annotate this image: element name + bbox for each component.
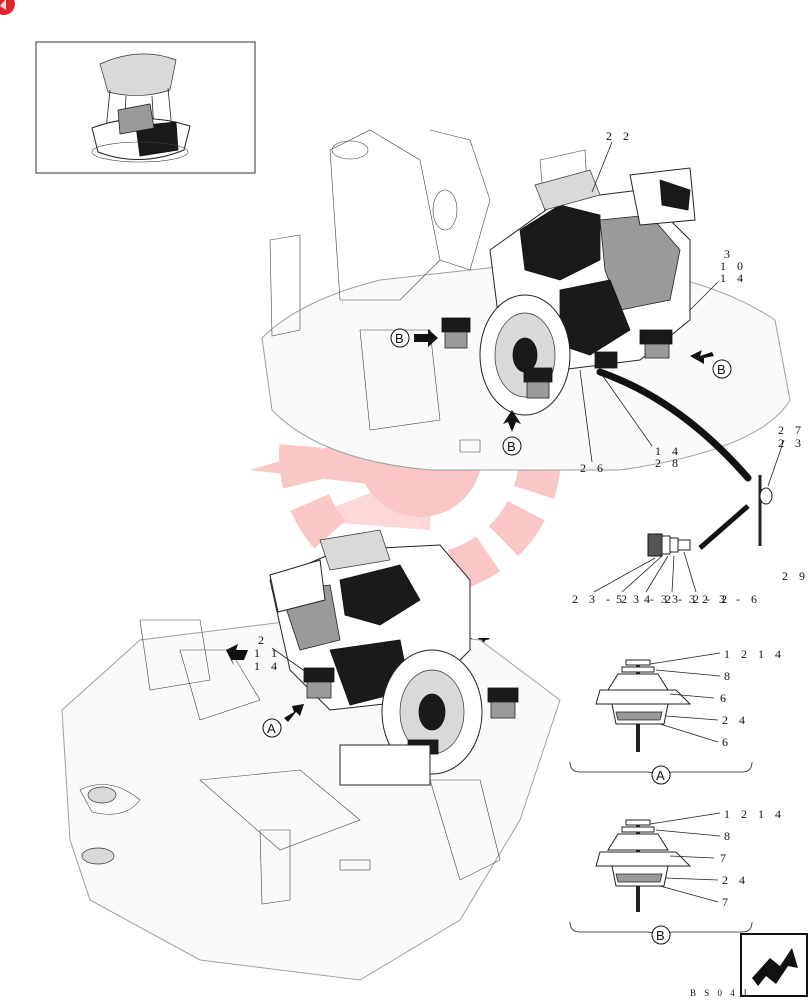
part-23-subassembly: [593, 504, 750, 593]
callout-a-6b: 6: [722, 735, 732, 749]
callout-a-8: 8: [724, 669, 734, 683]
callout-11: 1 1: [254, 646, 281, 660]
svg-text:B: B: [395, 331, 404, 346]
callout-b-1214: 1 2 1 4: [724, 807, 785, 821]
callout-b-24: 2 4: [722, 873, 749, 887]
engine-lower: [269, 529, 519, 786]
callout-28: 2 8: [655, 456, 682, 470]
callout-b-7b: 7: [722, 895, 732, 909]
arrow-part-2: [226, 644, 248, 666]
next-page-arrow-icon[interactable]: [740, 933, 808, 997]
callout-26: 2 6: [580, 461, 607, 475]
callout-23-2b: 5 3 - 2: [616, 592, 675, 606]
callout-14-left: 1 4: [254, 659, 281, 673]
svg-text:B: B: [507, 439, 516, 454]
callout-22: 2 2: [606, 129, 633, 143]
callout-10: 1 0: [720, 259, 747, 273]
svg-text:B: B: [656, 928, 665, 943]
callout-14-upper: 1 4: [720, 271, 747, 285]
engine-upper: [441, 167, 696, 416]
part-29-rod: [758, 475, 773, 546]
callout-29: 2 9: [782, 569, 809, 583]
engine-mount-upper-front: [523, 367, 553, 399]
drawing-code: B S 0 4 J: [690, 988, 750, 998]
view-b-arrow-right[interactable]: B: [690, 350, 732, 379]
engine-mount-upper-left: [441, 317, 471, 349]
callout-23: 2 3: [778, 436, 805, 450]
callout-23-6: 2 3 - 6: [702, 592, 761, 606]
hose-cable: [596, 368, 752, 482]
mount-detail-b: B: [569, 812, 753, 945]
callout-b-8: 8: [724, 829, 734, 843]
callout-b-7a: 7: [720, 851, 730, 865]
callout-27: 2 7: [778, 423, 805, 437]
callout-23-2a: 2 3 - 2: [572, 592, 631, 606]
callout-23-2d: 3 3 - 2: [672, 592, 731, 606]
callout-a-24: 2 4: [722, 713, 749, 727]
corner-badge[interactable]: [0, 0, 15, 15]
svg-text:A: A: [267, 721, 276, 736]
view-a-arrow[interactable]: A: [262, 704, 304, 738]
callout-a-6a: 6: [720, 691, 730, 705]
callout-3: 3: [724, 247, 734, 261]
mount-detail-a: A: [569, 652, 753, 785]
leader-line-lower: [271, 647, 307, 673]
svg-text:B: B: [717, 362, 726, 377]
engine-mount-upper-right: [639, 329, 673, 359]
machine-thumbnail: [35, 41, 256, 174]
engine-mount-lower-left: [303, 667, 335, 699]
engine-mount-lower-right: [487, 687, 519, 719]
callout-2: 2: [258, 633, 268, 647]
view-b-arrow-bottom[interactable]: B: [502, 410, 522, 456]
callout-14-lower: 1 4: [655, 444, 682, 458]
view-b-arrow-left[interactable]: B: [390, 328, 438, 348]
leader-lines-upper: [579, 141, 785, 487]
callout-23-2c: 4 3 - 2: [644, 592, 703, 606]
svg-text:A: A: [656, 768, 665, 783]
callout-a-1214: 1 2 1 4: [724, 647, 785, 661]
